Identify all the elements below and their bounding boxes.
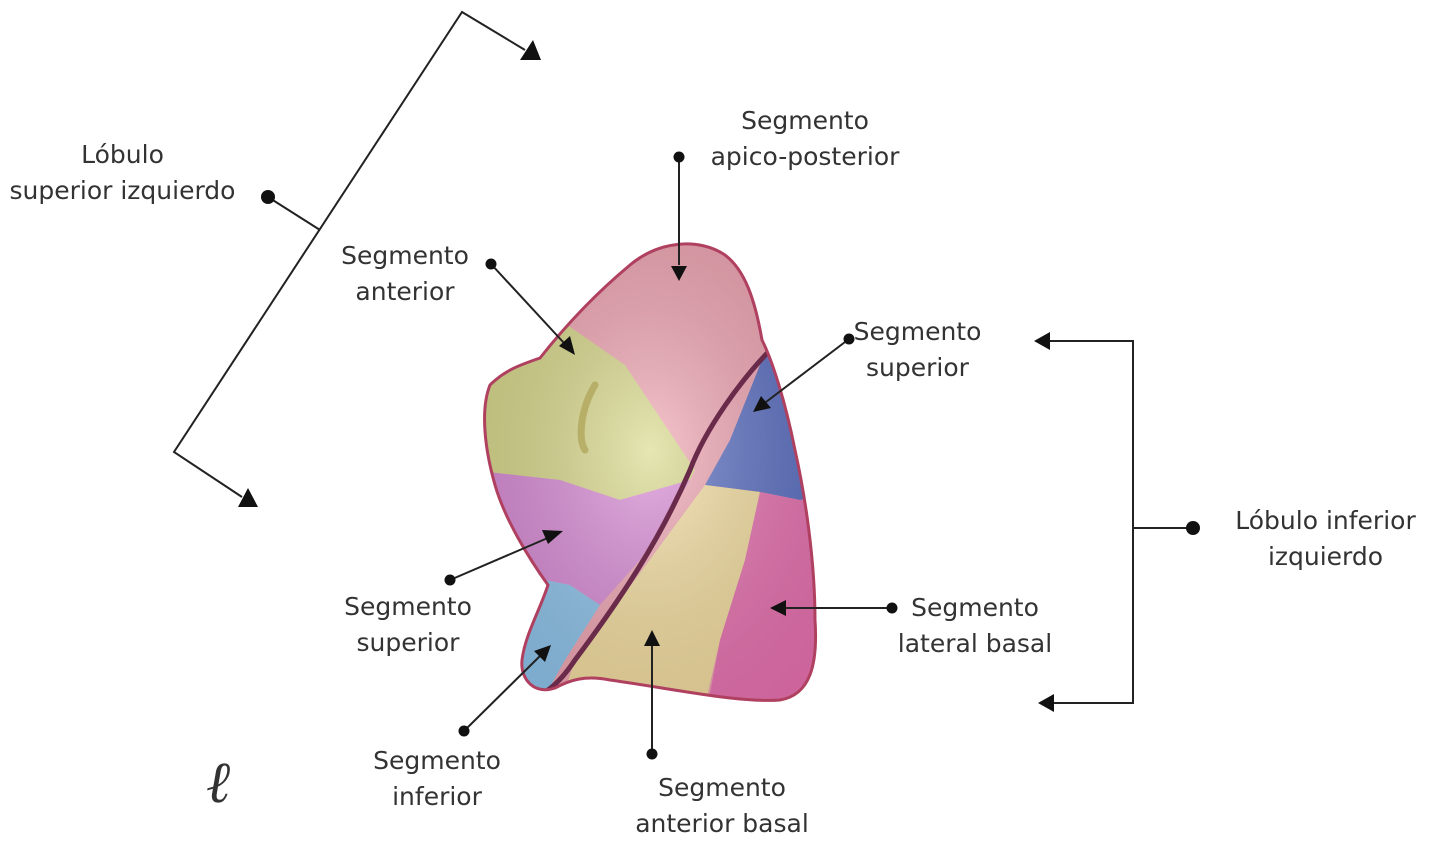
label-segmento-apico-posterior: Segmento apico-posterior — [700, 103, 910, 175]
label-segmento-superior-right: Segmento superior — [845, 314, 990, 386]
dot-lobulo-inferior — [1186, 521, 1200, 535]
label-segmento-superior-left: Segmento superior — [333, 589, 483, 661]
arrowhead-lower-lobe-bottom — [1038, 694, 1054, 712]
bracket-lower-lobe — [1050, 341, 1193, 703]
leader-anterior — [486, 259, 576, 356]
arrowhead-lower-lobe-top — [1034, 332, 1050, 350]
figure-letter: ℓ — [206, 752, 230, 812]
label-lobulo-inferior: Lóbulo inferior izquierdo — [1218, 503, 1433, 575]
label-segmento-lateral-basal: Segmento lateral basal — [895, 590, 1055, 662]
label-lobulo-superior: Lóbulo superior izquierdo — [5, 137, 240, 209]
label-segmento-anterior-basal: Segmento anterior basal — [627, 770, 817, 842]
label-segmento-inferior: Segmento inferior — [362, 743, 512, 815]
dot-lobulo-superior — [261, 190, 275, 204]
label-segmento-anterior: Segmento anterior — [330, 238, 480, 310]
